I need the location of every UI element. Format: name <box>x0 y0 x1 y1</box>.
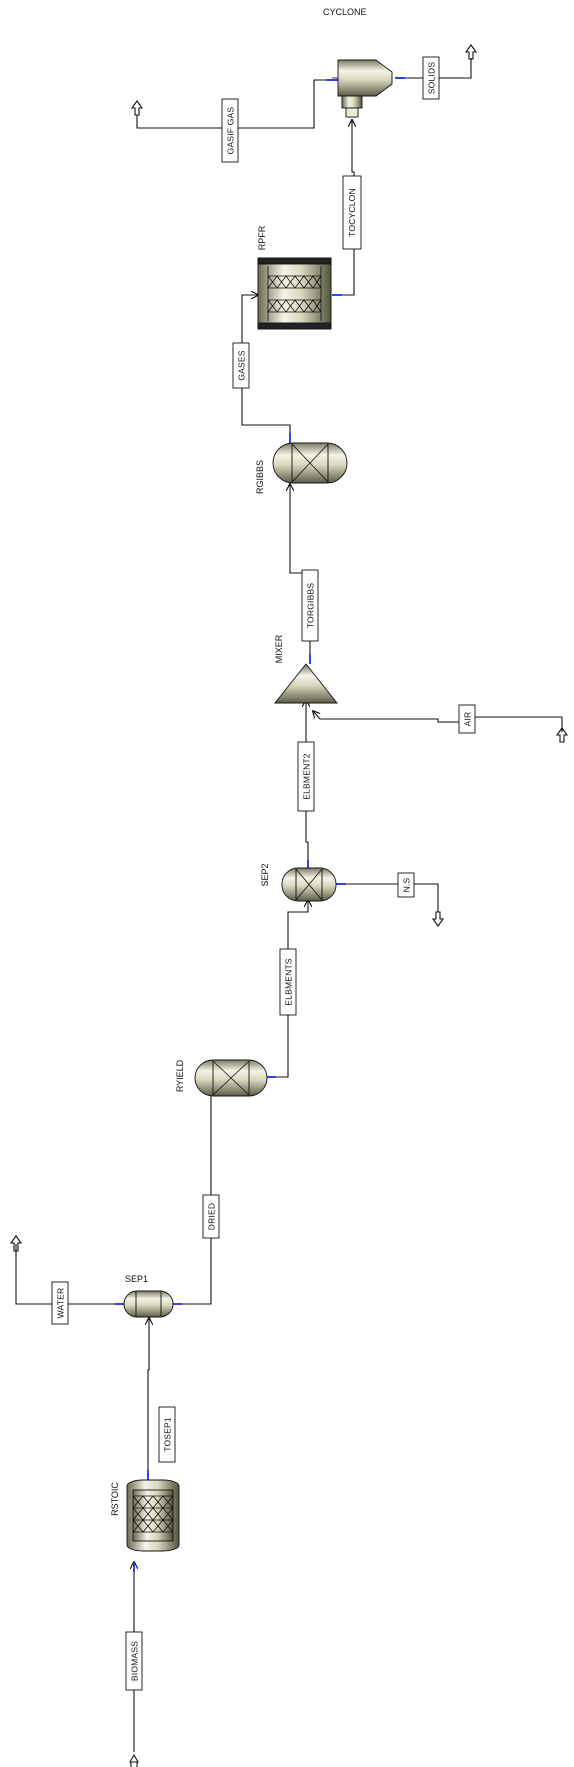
mixer-label: MIXER <box>274 634 284 663</box>
product-arrow-icons <box>9 44 569 1252</box>
svg-text:ELBMENTS: ELBMENTS <box>284 958 294 1006</box>
svg-text:GASIF GAS: GASIF GAS <box>226 107 236 155</box>
biomass-label-box: BIOMASS <box>125 1631 143 1691</box>
sep1-block[interactable] <box>123 1290 174 1318</box>
sep1-label: SEP1 <box>125 1274 148 1284</box>
stream-n-s[interactable] <box>336 883 439 912</box>
rgibbs-block[interactable] <box>272 442 348 484</box>
gasif-gas-outlet-arrow-icon <box>130 100 144 116</box>
cyclone-label: CYCLONE <box>323 7 367 17</box>
svg-text:TOSEP1: TOSEP1 <box>163 1417 173 1452</box>
tocyclon-label-box: TOCYCLON <box>342 175 362 250</box>
block-labels: RSTOIC SEP1 RYIELD SEP2 MIXER RGIBBS RPF… <box>110 7 367 1516</box>
torgibbs-label-box: TORGIBBS <box>301 569 319 642</box>
svg-text:SOLIDS: SOLIDS <box>427 62 437 95</box>
svg-text:GASES: GASES <box>237 350 247 380</box>
svg-text:BIOMASS: BIOMASS <box>130 1641 140 1681</box>
stream-elbments[interactable] <box>266 900 308 1078</box>
gases-label-box: GASES <box>232 342 250 389</box>
sep2-block[interactable] <box>281 867 337 902</box>
svg-text:WATER: WATER <box>56 1288 66 1319</box>
n-s-label-box: N.S <box>397 872 415 898</box>
stream-tocyclon[interactable] <box>332 120 354 296</box>
svg-text:TORGIBBS: TORGIBBS <box>306 583 316 629</box>
solids-label-box: SOLIDS <box>422 56 440 100</box>
mixer-block[interactable] <box>274 663 338 704</box>
stream-dried[interactable] <box>172 1076 212 1305</box>
gasif-gas-label-box: GASIF GAS <box>221 98 239 163</box>
rstoic-label: RSTOIC <box>110 1482 120 1516</box>
stream-labels: BIOMASS TOSEP1 WATER DRIED ELBMENTS N.S … <box>51 56 476 1691</box>
ryield-block[interactable] <box>194 1059 268 1097</box>
rstoic-block[interactable] <box>126 1479 180 1552</box>
elbment2-label-box: ELBMENT2 <box>297 741 315 812</box>
svg-text:AIR: AIR <box>463 712 473 727</box>
elbments-label-box: ELBMENTS <box>279 948 297 1016</box>
svg-text:TOCYCLON: TOCYCLON <box>347 188 357 237</box>
stream-air[interactable] <box>313 711 563 732</box>
sep2-label: SEP2 <box>260 863 270 886</box>
cyclone-block[interactable] <box>332 59 393 118</box>
svg-text:ELBMENT2: ELBMENT2 <box>302 753 312 800</box>
air-label-box: AIR <box>458 704 476 734</box>
dried-label-box: DRIED <box>202 1194 220 1239</box>
rgibbs-label: RGIBBS <box>255 460 265 494</box>
ryield-label: RYIELD <box>175 1059 185 1092</box>
stream-gases[interactable] <box>241 295 291 443</box>
svg-text:DRIED: DRIED <box>207 1203 217 1230</box>
stream-water[interactable] <box>15 1244 125 1305</box>
water-outlet-arrow-icon <box>9 1235 23 1252</box>
rpfr-block[interactable] <box>257 257 332 330</box>
stream-elbment2[interactable] <box>306 700 308 868</box>
n-s-outlet-arrow-icon <box>431 911 445 927</box>
solids-outlet-arrow-icon <box>464 44 478 60</box>
air-inlet-arrow-icon <box>555 727 569 743</box>
tosep1-label-box: TOSEP1 <box>158 1406 176 1463</box>
stream-gasif-gas[interactable] <box>136 79 338 129</box>
water-label-box: WATER <box>51 1281 69 1325</box>
rpfr-label: RPFR <box>257 225 267 250</box>
stream-tosep1[interactable] <box>148 1318 149 1480</box>
svg-text:N.S: N.S <box>402 877 412 892</box>
